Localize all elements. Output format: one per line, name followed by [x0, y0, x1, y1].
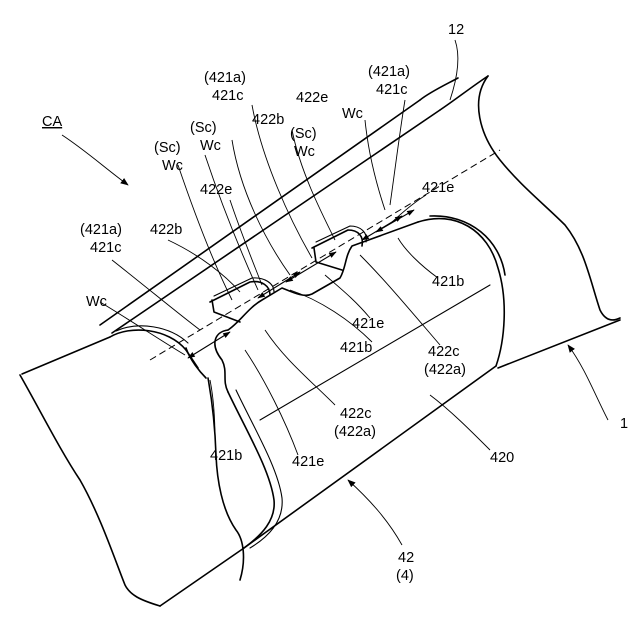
label-sc-c: (Sc): [154, 140, 181, 156]
ca-arrow: [62, 135, 128, 185]
label-421c-top-right: 421c: [376, 82, 407, 98]
label-421a-top-mid: (421a): [204, 70, 246, 86]
label-sc-a: (Sc): [190, 120, 217, 136]
label-wc-left: Wc: [86, 294, 107, 310]
leader-lines: [100, 40, 490, 455]
label-4: (4): [396, 568, 414, 584]
label-sc-b: (Sc): [290, 126, 317, 142]
label-422c-right: 422c: [428, 344, 459, 360]
label-wc-d: Wc: [162, 158, 183, 174]
label-421c-left: 421c: [90, 240, 121, 256]
label-42: 42: [398, 550, 414, 566]
label-421b-mid: 421b: [340, 340, 372, 356]
pointer-arrows: [62, 135, 608, 545]
label-421e-mid: 421e: [352, 316, 384, 332]
label-422a-mid: (422a): [334, 424, 376, 440]
label-wc-c: Wc: [294, 144, 315, 160]
label-421e-right: 421e: [422, 180, 454, 196]
ref-42-arrow: [348, 480, 402, 545]
wc-dim-left: [188, 332, 230, 358]
label-421a-left: (421a): [80, 222, 122, 238]
label-420: 420: [490, 450, 514, 466]
label-422b-left: 422b: [150, 222, 182, 238]
label-421e-bottom: 421e: [292, 454, 324, 470]
label-422c-mid: 422c: [340, 406, 371, 422]
label-422e-mid: 422e: [200, 182, 232, 198]
label-421b-bottom: 421b: [210, 448, 242, 464]
label-1: 1: [620, 416, 628, 432]
left-tube: [20, 326, 198, 606]
label-422b-top: 422b: [252, 112, 284, 128]
label-12: 12: [448, 22, 464, 38]
label-ca: CA: [42, 114, 62, 130]
label-421b-right: 421b: [432, 274, 464, 290]
label-422a-right: (422a): [424, 362, 466, 378]
label-421c-top-mid: 421c: [212, 88, 243, 104]
label-wc-b: Wc: [200, 138, 221, 154]
label-421a-top-right: (421a): [368, 64, 410, 80]
label-422e-top: 422e: [296, 90, 328, 106]
ref-1-arrow: [568, 345, 608, 420]
dimension-arrows: [188, 210, 414, 358]
label-wc-a: Wc: [342, 106, 363, 122]
